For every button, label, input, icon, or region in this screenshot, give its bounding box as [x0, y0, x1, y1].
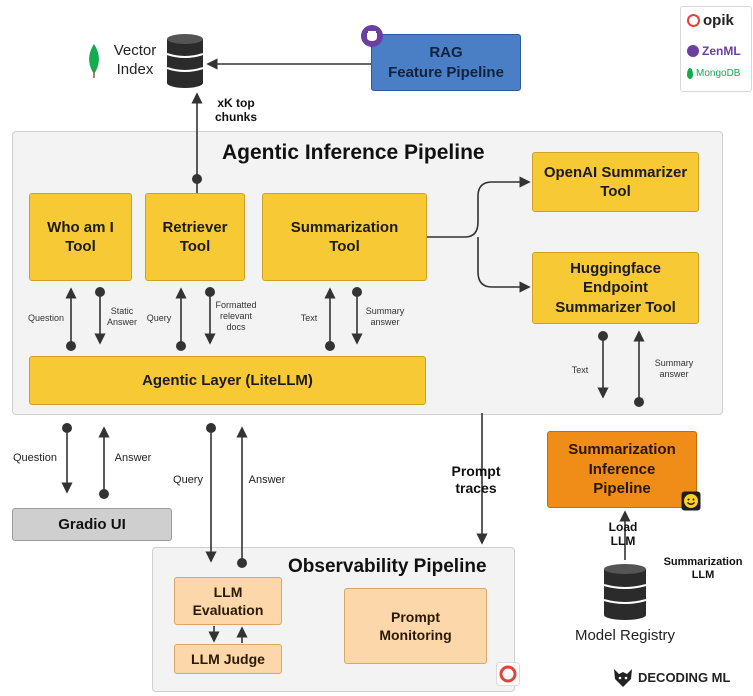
- summary-answer-arrow-label: Summary answer: [365, 306, 405, 327]
- gradio-answer-label: Answer: [114, 452, 152, 464]
- hugging-face-icon: [681, 491, 701, 511]
- load-llm-label: Load LLM: [608, 520, 638, 549]
- summarization-llm-label: Summarization LLM: [663, 556, 743, 582]
- agentic-pipeline-title: Agentic Inference Pipeline: [222, 141, 485, 164]
- gradio-question-top-dot: [62, 423, 72, 433]
- observability-query-label: Query: [173, 474, 203, 486]
- top-chunks-label: xK top chunks: [214, 96, 257, 125]
- opik-logo-text: opik: [703, 12, 734, 29]
- zenml-icon: [687, 45, 699, 57]
- tech-logos-panel: opik ZenML MongoDB: [680, 6, 752, 92]
- observability-pipeline-title: Observability Pipeline: [288, 556, 487, 577]
- decoding-ml-text: DECODING ML: [638, 669, 731, 685]
- prompt-monitoring-box[interactable]: Prompt Monitoring: [344, 588, 487, 664]
- opik-badge-icon: [496, 662, 520, 686]
- gradio-answer-bottom-dot: [99, 489, 109, 499]
- huggingface-summarizer-tool-box[interactable]: Huggingface Endpoint Summarizer Tool: [532, 252, 699, 324]
- query-arrow-label: Query: [146, 313, 172, 323]
- retriever-tool-box[interactable]: Retriever Tool: [145, 193, 245, 281]
- summarization-inference-pipeline-box[interactable]: Summarization Inference Pipeline: [547, 431, 697, 508]
- who-am-i-tool-box[interactable]: Who am I Tool: [29, 193, 132, 281]
- wolf-icon: [612, 666, 634, 688]
- rag-feature-pipeline-box[interactable]: RAG Feature Pipeline: [371, 34, 521, 91]
- llm-evaluation-box[interactable]: LLM Evaluation: [174, 577, 282, 625]
- vector-index-database-icon: [166, 33, 204, 89]
- mongodb-logo-text: MongoDB: [696, 68, 741, 79]
- formatted-docs-arrow-label: Formatted relevant docs: [215, 300, 257, 332]
- model-registry-label: Model Registry: [574, 627, 676, 644]
- llm-judge-box[interactable]: LLM Judge: [174, 644, 282, 674]
- openai-summarizer-tool-box[interactable]: OpenAI Summarizer Tool: [532, 152, 699, 212]
- hf-summary-answer-arrow-label: Summary answer: [654, 358, 694, 379]
- decoding-ml-brand: DECODING ML: [612, 666, 730, 688]
- text-arrow-label: Text: [300, 313, 318, 323]
- prompt-traces-label: Prompt traces: [451, 463, 501, 496]
- observability-answer-label: Answer: [248, 474, 286, 486]
- zenml-badge-icon: [360, 24, 384, 48]
- zenml-logo-text: ZenML: [702, 44, 741, 58]
- model-registry-database-icon: [603, 563, 647, 621]
- question-arrow-label: Question: [27, 313, 65, 323]
- observability-query-top-dot: [206, 423, 216, 433]
- opik-icon: [687, 14, 700, 27]
- mongodb-leaf-icon: [87, 44, 101, 78]
- agentic-layer-box[interactable]: Agentic Layer (LiteLLM): [29, 356, 426, 405]
- gradio-ui-box[interactable]: Gradio UI: [12, 508, 172, 541]
- hf-text-arrow-label: Text: [571, 365, 589, 375]
- static-answer-arrow-label: Static Answer: [106, 306, 137, 327]
- mongodb-icon: [687, 68, 693, 79]
- summarization-tool-box[interactable]: Summarization Tool: [262, 193, 427, 281]
- vector-index-label: Vector Index: [113, 42, 157, 78]
- gradio-question-label: Question: [12, 452, 58, 464]
